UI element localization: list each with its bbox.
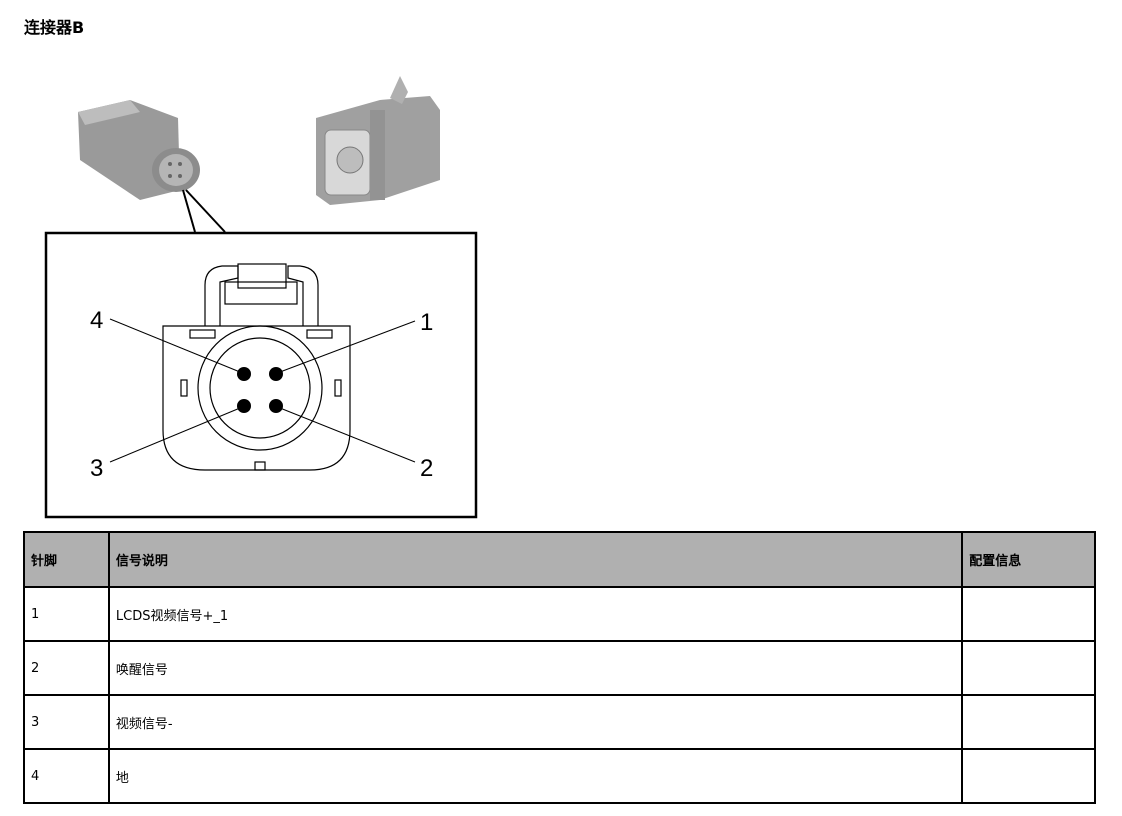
table-row: 2 唤醒信号 <box>23 640 1096 696</box>
connector-photo-right <box>316 76 440 205</box>
connector-diagram: 1 2 3 4 <box>44 76 478 519</box>
pin-cell: 4 <box>23 748 110 804</box>
signal-cell: 地 <box>107 748 964 804</box>
pin-cell: 2 <box>23 640 110 696</box>
table-row: 3 视频信号- <box>23 694 1096 750</box>
table-row: 4 地 <box>23 748 1096 804</box>
pin-label-4: 4 <box>90 307 103 334</box>
config-cell <box>961 586 1096 642</box>
pin-cell: 3 <box>23 694 110 750</box>
header-pin: 针脚 <box>23 531 110 588</box>
connector-photo-left <box>78 100 200 200</box>
pinout-detail-box <box>44 231 478 519</box>
config-cell <box>961 694 1096 750</box>
config-cell <box>961 748 1096 804</box>
table-row: 1 LCDS视频信号+_1 <box>23 586 1096 642</box>
connector-title: 连接器B <box>24 18 85 37</box>
signal-cell: LCDS视频信号+_1 <box>107 586 964 642</box>
table-header-row: 针脚 信号说明 配置信息 <box>23 531 1096 588</box>
signal-cell: 唤醒信号 <box>107 640 964 696</box>
pin-cell: 1 <box>23 586 110 642</box>
pin-label-1: 1 <box>420 309 433 336</box>
pin-label-3: 3 <box>90 455 103 482</box>
signal-cell: 视频信号- <box>107 694 964 750</box>
pinout-table: 针脚 信号说明 配置信息 1 LCDS视频信号+_1 2 唤醒信号 3 视频信号… <box>23 531 1096 804</box>
header-config: 配置信息 <box>961 531 1096 588</box>
header-signal: 信号说明 <box>107 531 964 588</box>
config-cell <box>961 640 1096 696</box>
pins <box>237 367 283 413</box>
pin-label-2: 2 <box>420 455 433 482</box>
